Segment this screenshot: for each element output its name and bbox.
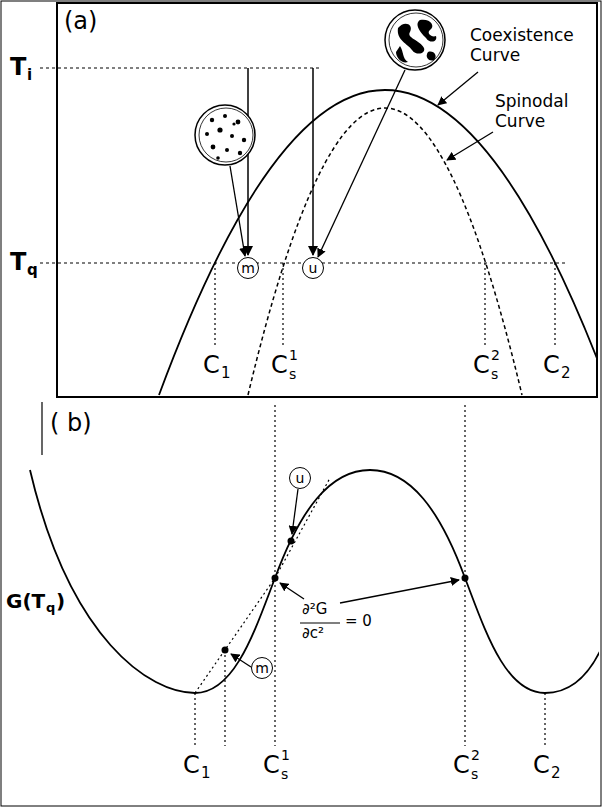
concentration-subscript: 1	[201, 765, 211, 782]
concentration-marker	[194, 693, 195, 746]
concentration-label: C	[271, 352, 288, 380]
concentration-subscript: s	[281, 766, 288, 782]
curve-label: Spinodal Curve	[495, 92, 595, 131]
concentration-label: C	[473, 352, 490, 380]
formula-equals: = 0	[345, 613, 372, 630]
concentration-subscript: s	[289, 366, 296, 382]
droplet-microstructure	[195, 105, 255, 165]
leader-arrow	[438, 72, 478, 105]
state-letter: u	[296, 471, 305, 485]
quench-arrow	[312, 68, 314, 255]
concentration-label: C	[183, 752, 200, 780]
state-circle: m	[237, 257, 259, 279]
axis-label: G(T	[6, 590, 45, 613]
fraction-bar	[300, 622, 340, 623]
concentration-marker	[484, 263, 485, 348]
formula-denominator: ∂c²	[302, 625, 324, 642]
concentration-marker	[554, 263, 555, 348]
concentration-label: C	[453, 752, 470, 780]
axis-subscript: q	[46, 601, 55, 616]
curve-label: Coexistence Curve	[470, 26, 595, 65]
concentration-subscript: 1	[221, 365, 231, 382]
axis-subscript: i	[27, 67, 32, 84]
spinodal-microstructure	[385, 10, 445, 70]
axis-label: T	[10, 54, 26, 82]
concentration-label: C	[533, 752, 550, 780]
panel-frame	[57, 3, 597, 397]
concentration-label: C	[203, 352, 220, 380]
state-letter: m	[241, 261, 255, 275]
leader-arrow	[318, 70, 405, 257]
state-point	[222, 647, 229, 654]
quench-arrow	[247, 68, 249, 255]
concentration-marker	[214, 263, 215, 348]
formula-numerator: ∂²G	[302, 601, 327, 618]
state-letter: m	[255, 661, 269, 675]
concentration-superscript: 2	[491, 347, 500, 363]
leader-arrow	[280, 583, 304, 599]
temperature-line	[40, 67, 320, 68]
state-circle: u	[302, 257, 324, 279]
state-letter: u	[309, 261, 318, 275]
state-point	[288, 538, 295, 545]
coexistence-curve	[159, 90, 596, 395]
concentration-subscript: 2	[551, 765, 561, 782]
concentration-superscript: 2	[471, 747, 480, 763]
free-energy-curve	[30, 470, 599, 693]
leader-arrow	[230, 166, 245, 256]
inflection-point	[272, 575, 279, 582]
concentration-marker	[224, 650, 225, 746]
leader-arrow	[447, 132, 493, 160]
panel-bracket	[41, 402, 42, 455]
common-tangent	[195, 578, 275, 693]
concentration-superscript: 1	[289, 347, 298, 363]
concentration-subscript: 2	[561, 365, 571, 382]
tangent-line	[275, 478, 330, 578]
concentration-label: C	[263, 752, 280, 780]
axis-subscript: q	[27, 262, 38, 279]
axis-label: T	[10, 249, 26, 277]
leader-arrow	[292, 489, 298, 534]
state-circle: m	[251, 657, 273, 679]
concentration-superscript: 1	[281, 747, 290, 763]
leader-arrow	[340, 580, 459, 603]
panel-label: (a)	[64, 8, 97, 36]
concentration-marker	[282, 263, 283, 348]
concentration-marker	[544, 693, 545, 746]
axis-label: )	[56, 590, 65, 613]
state-circle: u	[289, 467, 311, 489]
panel-label: ( b)	[50, 410, 92, 438]
spinodal-curve	[248, 108, 522, 395]
inflection-point	[462, 575, 469, 582]
concentration-subscript: s	[491, 366, 498, 382]
concentration-label: C	[543, 352, 560, 380]
leader-arrow	[231, 654, 251, 667]
concentration-subscript: s	[471, 766, 478, 782]
